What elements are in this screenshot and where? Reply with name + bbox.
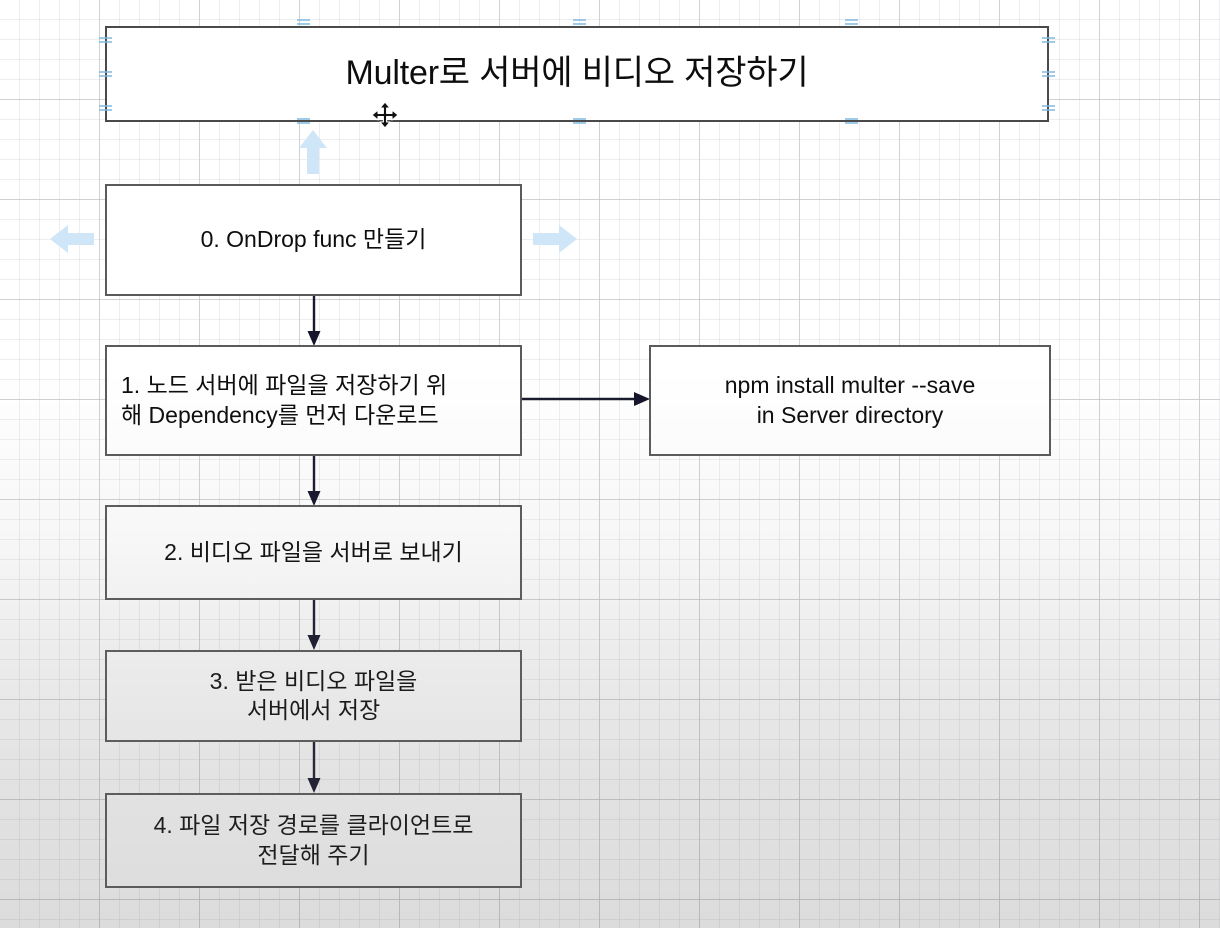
direction-arrow-right-icon[interactable] (531, 222, 579, 256)
node-step2-text: 2. 비디오 파일을 서버로 보내기 (164, 538, 463, 565)
node-step3-text: 3. 받은 비디오 파일을 서버에서 저장 (209, 667, 418, 723)
node-title-text: Multer로 서버에 비디오 저장하기 (345, 54, 809, 93)
node-npm-command[interactable]: npm install multer --save in Server dire… (649, 345, 1051, 456)
node-step4-text: 4. 파일 저장 경로를 클라이언트로 전달해 주기 (153, 812, 474, 868)
connector-step0-to-step1[interactable] (305, 296, 325, 348)
node-npm-command-text: npm install multer --save in Server dire… (724, 372, 976, 428)
connector-step2-to-step3[interactable] (305, 600, 325, 652)
node-step4[interactable]: 4. 파일 저장 경로를 클라이언트로 전달해 주기 (105, 793, 522, 888)
node-step1-text: 1. 노드 서버에 파일을 저장하기 위 해 Dependency를 먼저 다운… (121, 372, 448, 428)
node-title[interactable]: Multer로 서버에 비디오 저장하기 (105, 26, 1049, 122)
node-step0[interactable]: 0. OnDrop func 만들기 (105, 184, 522, 296)
direction-arrow-left-icon[interactable] (48, 222, 96, 256)
connector-step1-to-step2[interactable] (305, 456, 325, 508)
direction-arrow-up-icon[interactable] (296, 128, 330, 176)
connector-step1-to-npm[interactable] (522, 388, 654, 410)
node-step2[interactable]: 2. 비디오 파일을 서버로 보내기 (105, 505, 522, 600)
node-step3[interactable]: 3. 받은 비디오 파일을 서버에서 저장 (105, 650, 522, 742)
node-step0-text: 0. OnDrop func 만들기 (200, 226, 427, 253)
node-step1[interactable]: 1. 노드 서버에 파일을 저장하기 위 해 Dependency를 먼저 다운… (105, 345, 522, 456)
connector-step3-to-step4[interactable] (305, 742, 325, 795)
